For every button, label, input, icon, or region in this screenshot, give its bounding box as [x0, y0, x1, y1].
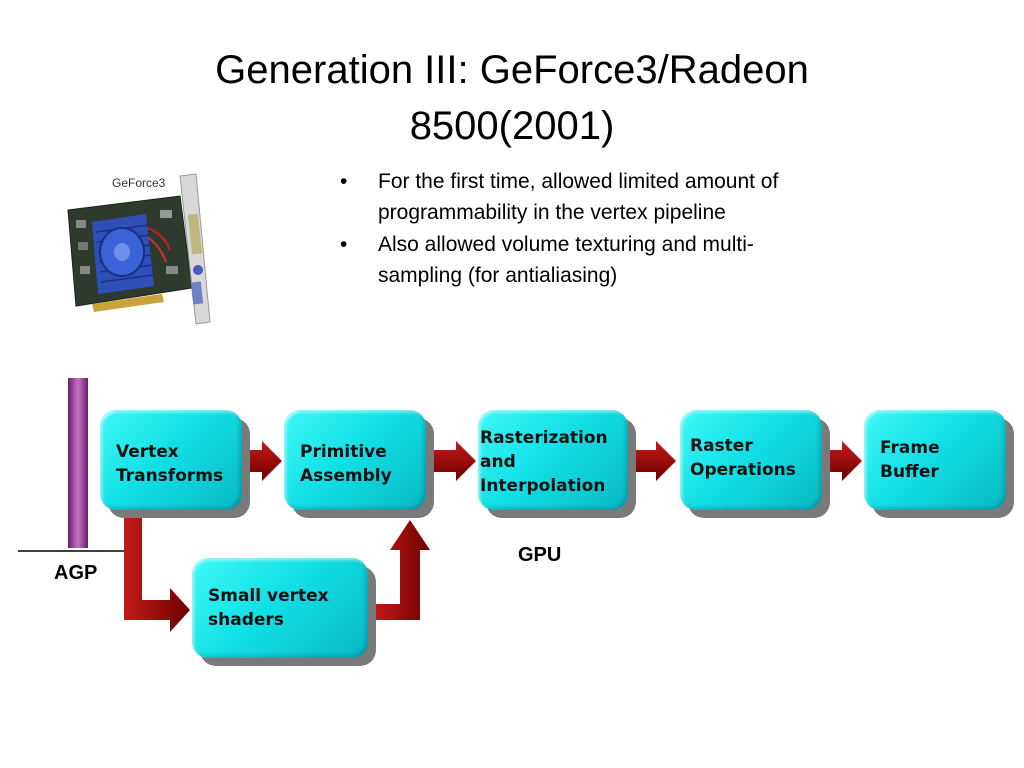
gpu-label: GPU: [518, 544, 562, 566]
frame-buffer-node: Frame Buffer: [864, 410, 1006, 510]
bullet-text: For the first time, allowed limited amou…: [378, 170, 779, 224]
title-line-2: 8500(2001): [409, 104, 615, 148]
bullet-item: • Also allowed volume texturing and mult…: [336, 229, 836, 291]
arrow-shaders-to-primitive: [374, 520, 430, 620]
geforce3-card-image: GeForce3: [62, 170, 234, 330]
arrow-primitive-to-raster: [434, 441, 476, 481]
small-vertex-shaders-node: Small vertex shaders: [192, 558, 368, 658]
small-vertex-shaders-label: Small vertex shaders: [208, 586, 329, 630]
arrow-raster-to-ops: [634, 441, 676, 481]
slide-title: Generation III: GeForce3/Radeon 8500(200…: [0, 42, 1024, 154]
agp-bar: [68, 378, 88, 548]
rasterization-node: Rasterization and Interpolation: [478, 410, 628, 510]
rasterization-label: Rasterization and Interpolation: [480, 428, 608, 496]
bullet-dot: •: [340, 233, 348, 256]
primitive-assembly-label: Primitive Assembly: [300, 442, 392, 486]
bullet-list: • For the first time, allowed limited am…: [336, 166, 836, 292]
arrow-vertex-to-shaders: [124, 514, 190, 632]
bullet-dot: •: [340, 170, 348, 193]
vertex-transforms-node: Vertex Transforms: [100, 410, 242, 510]
raster-operations-label: Raster Operations: [690, 436, 796, 480]
bullet-item: • For the first time, allowed limited am…: [336, 166, 836, 228]
arrow-ops-to-framebuffer: [828, 441, 862, 481]
primitive-assembly-node: Primitive Assembly: [284, 410, 426, 510]
frame-buffer-label: Frame Buffer: [880, 438, 940, 482]
vertex-transforms-label: Vertex Transforms: [116, 442, 224, 486]
graphics-card-icon: [67, 173, 211, 325]
title-line-1: Generation III: GeForce3/Radeon: [215, 48, 809, 92]
card-label: GeForce3: [112, 176, 166, 190]
raster-operations-node: Raster Operations: [680, 410, 822, 510]
agp-label: AGP: [54, 562, 98, 584]
arrow-vertex-to-primitive: [250, 441, 282, 481]
bullet-text: Also allowed volume texturing and multi-…: [378, 233, 754, 287]
